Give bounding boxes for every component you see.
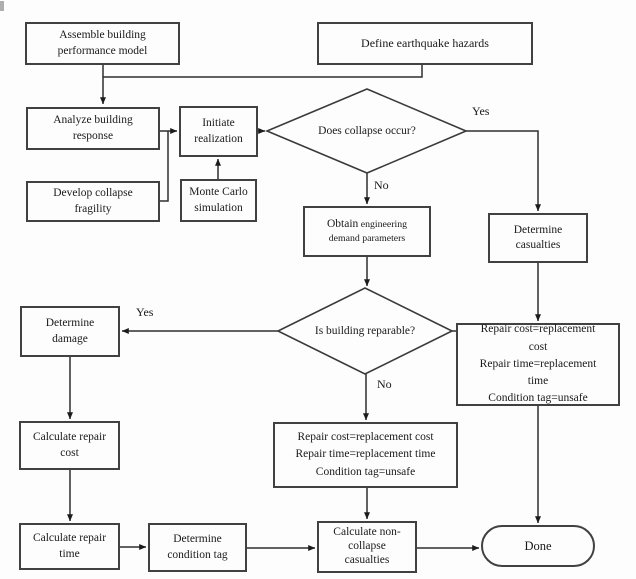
- edge-label-collapse-yes: Yes: [472, 104, 490, 118]
- decision-does-collapse-occur-label: Does collapse occur?: [277, 110, 457, 152]
- node-develop-collapse-fragility: Develop collapse fragility: [26, 181, 160, 222]
- node-calculate-repair-cost: Calculate repair cost: [19, 421, 120, 470]
- node-initiate-realization: Initiate realization: [179, 106, 258, 157]
- node-repair-unsafe-irreparable: Repair cost=replacement cost Repair time…: [273, 422, 458, 488]
- decision-label: Is building reparable?: [314, 325, 416, 337]
- node-label-line: Calculate repair: [32, 532, 107, 545]
- node-label-line: Calculate repair: [32, 431, 107, 444]
- decision-is-building-reparable-label: Is building reparable?: [285, 310, 445, 352]
- node-label-line: Assemble building: [59, 29, 146, 42]
- node-label-line: Repair cost=replacement: [480, 323, 596, 336]
- edge-label-reparable-no: No: [377, 377, 392, 391]
- decision-does-collapse-occur-shape: [264, 88, 469, 174]
- node-label-line: fragility: [74, 202, 112, 215]
- node-label-line: Repair time=replacement time: [295, 448, 436, 461]
- node-label-line: Condition tag=unsafe: [315, 465, 416, 478]
- node-repair-unsafe-collapse: Repair cost=replacement cost Repair time…: [456, 323, 620, 406]
- decision-label: Does collapse occur?: [318, 125, 416, 137]
- node-define-earthquake-hazards: Define earthquake hazards: [317, 22, 533, 65]
- node-label-line: casualties: [344, 553, 390, 566]
- node-label-line: performance model: [57, 44, 148, 57]
- scan-artifact: [0, 1, 4, 11]
- node-label-line: Define earthquake hazards: [361, 35, 489, 50]
- edge-label-collapse-no: No: [374, 178, 389, 192]
- node-assemble-performance-model: Assemble building performance model: [25, 22, 180, 65]
- node-analyze-building-response: Analyze building response: [26, 107, 160, 150]
- node-label-line: realization: [194, 132, 243, 145]
- node-label-line: damage: [52, 332, 88, 345]
- node-label-line: Monte Carlo: [189, 186, 248, 199]
- node-label-line: Develop collapse: [53, 187, 133, 200]
- edge-develop-join: [160, 131, 169, 202]
- node-label-line: time: [59, 547, 80, 560]
- node-determine-casualties: Determine casualties: [488, 213, 588, 263]
- node-calculate-non-collapse-casualties: Calculate non- collapse casualties: [317, 521, 417, 573]
- edge-label-reparable-yes: Yes: [136, 305, 154, 319]
- node-label-line: Initiate: [202, 117, 235, 130]
- node-label-line: time: [527, 375, 549, 388]
- node-label-line: cost: [528, 340, 548, 353]
- node-label-line: collapse: [348, 540, 386, 553]
- node-label-line: Determine: [45, 317, 95, 330]
- node-label-word: engineering: [358, 219, 407, 231]
- node-label-line: Analyze building: [53, 114, 133, 127]
- node-determine-condition-tag: Determine condition tag: [148, 523, 247, 572]
- decision-is-building-reparable-shape: [276, 287, 454, 375]
- edge-define-to-analyze: [100, 65, 423, 105]
- node-label-line: Done: [524, 538, 552, 553]
- node-label-line: Repair cost=replacement cost: [297, 431, 434, 444]
- node-label-line: cost: [60, 446, 79, 459]
- node-label-line: Obtain engineering: [327, 217, 407, 232]
- node-obtain-engineering-demand-parameters: Obtain engineering demand parameters: [303, 206, 431, 257]
- node-label-line: Determine: [513, 223, 563, 236]
- terminator-done: Done: [481, 525, 595, 567]
- node-label-line: demand parameters: [328, 232, 406, 244]
- node-label-line: casualties: [515, 239, 561, 251]
- node-label-line: Determine: [173, 533, 222, 546]
- node-calculate-repair-time: Calculate repair time: [19, 523, 120, 570]
- node-label-line: simulation: [194, 201, 243, 214]
- node-label-line: condition tag: [167, 548, 228, 561]
- node-label-line: response: [72, 129, 114, 142]
- edge-collapse-yes-to-casualties: [466, 130, 541, 212]
- node-determine-damage: Determine damage: [20, 306, 120, 357]
- node-label-line: Repair time=replacement: [479, 357, 597, 370]
- node-label-word: Obtain: [326, 218, 359, 231]
- node-label-line: Condition tag=unsafe: [488, 392, 588, 405]
- node-monte-carlo-simulation: Monte Carlo simulation: [180, 179, 257, 222]
- node-label-line: Calculate non-: [333, 526, 401, 539]
